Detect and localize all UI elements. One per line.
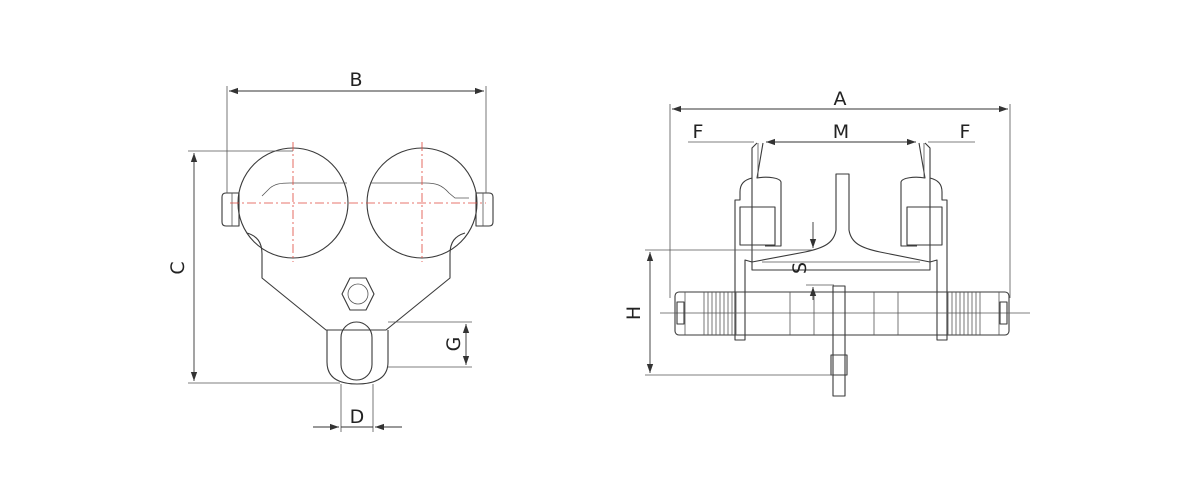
dimension-f-left-label: F [693, 121, 704, 143]
left-side-plate [734, 142, 782, 341]
suspension-eye [326, 321, 389, 385]
left-axle-cap [221, 192, 240, 227]
dimension-h-label: H [623, 306, 645, 320]
dimension-b-label: B [349, 69, 362, 91]
left-axle-slot [261, 182, 347, 197]
right-axle-nut [999, 301, 1008, 325]
left-axle-nut [676, 301, 685, 325]
left-threaded-section [703, 292, 737, 335]
dimension-c-label: C [167, 261, 189, 274]
right-threaded-section [947, 292, 981, 335]
hex-nut [341, 277, 375, 311]
i-beam [751, 173, 931, 271]
right-axle-cap [475, 192, 494, 227]
dimension-g-label: G [443, 337, 465, 352]
dimension-s-label: S [789, 262, 811, 274]
dimension-f-right-label: F [960, 121, 971, 143]
dimension-m-label: M [833, 121, 849, 143]
right-axle-slot [370, 182, 469, 199]
side-view: A F M F S H [623, 88, 1030, 397]
right-side-plate [900, 142, 948, 341]
dimension-d-label: D [350, 406, 365, 428]
suspension-plate [830, 285, 848, 397]
body-plate [246, 232, 466, 331]
front-view: B C G D [167, 69, 494, 432]
dimension-a-label: A [834, 88, 847, 110]
